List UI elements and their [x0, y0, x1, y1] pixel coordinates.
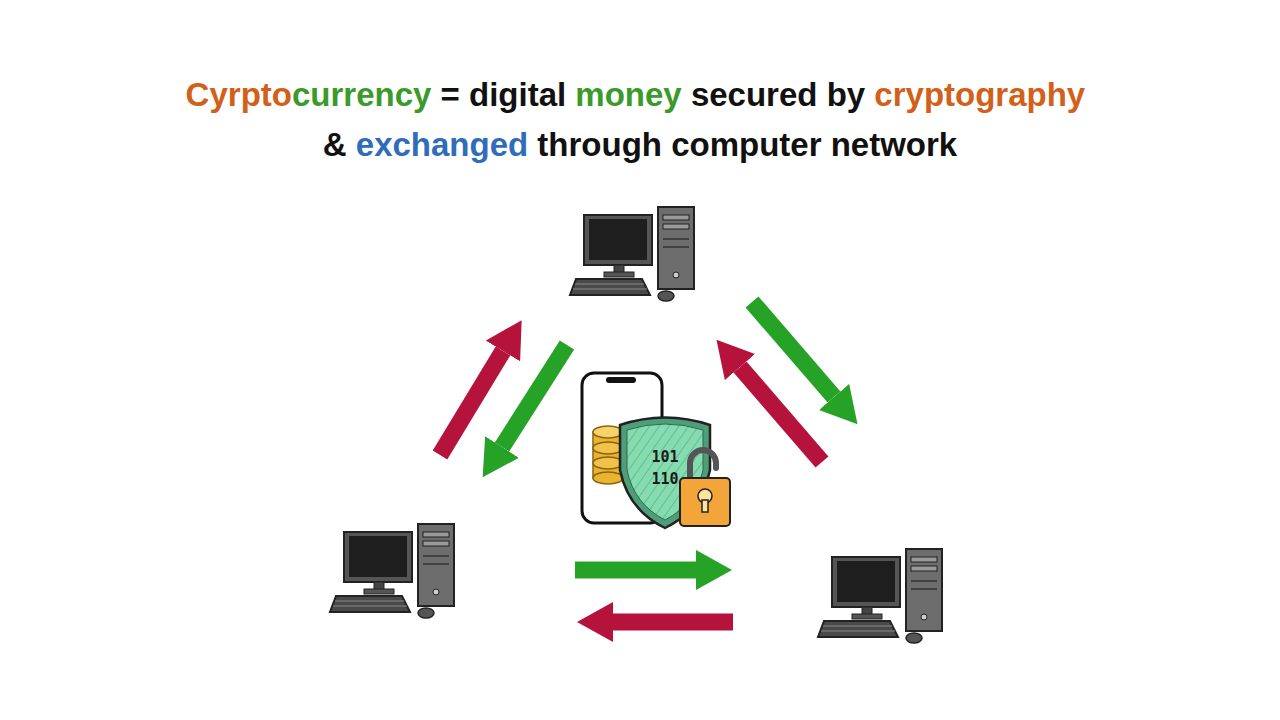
- title-line: & exchanged through computer network: [0, 120, 1280, 170]
- binary-digits: 101: [651, 448, 678, 466]
- computer-icon: [570, 207, 694, 301]
- computer-icon: [330, 524, 454, 618]
- binary-digits: 110: [651, 470, 678, 488]
- green-arrow: [502, 345, 567, 447]
- title-word: digital: [469, 76, 575, 113]
- title-word: exchanged: [356, 126, 538, 163]
- title-word: by: [827, 76, 875, 113]
- title-word: currency: [292, 76, 441, 113]
- title-word: cryptography: [874, 76, 1094, 113]
- red-arrow: [440, 351, 503, 455]
- red-arrow: [740, 367, 822, 462]
- title-word: money: [575, 76, 691, 113]
- title-line: Cyrptocurrency = digital money secured b…: [0, 70, 1280, 120]
- title-word: secured: [691, 76, 827, 113]
- title-word: through: [537, 126, 671, 163]
- padlock-icon: [680, 450, 730, 526]
- red-arrow: [613, 614, 733, 631]
- title-word: network: [831, 126, 958, 163]
- title-word: Cyrpto: [186, 76, 292, 113]
- title-word: &: [323, 126, 356, 163]
- title: Cyrptocurrency = digital money secured b…: [0, 70, 1280, 170]
- computer-icon: [818, 549, 942, 643]
- green-arrow: [575, 562, 696, 579]
- title-word: computer: [671, 126, 831, 163]
- coin-stack: [593, 426, 623, 484]
- title-word: =: [441, 76, 469, 113]
